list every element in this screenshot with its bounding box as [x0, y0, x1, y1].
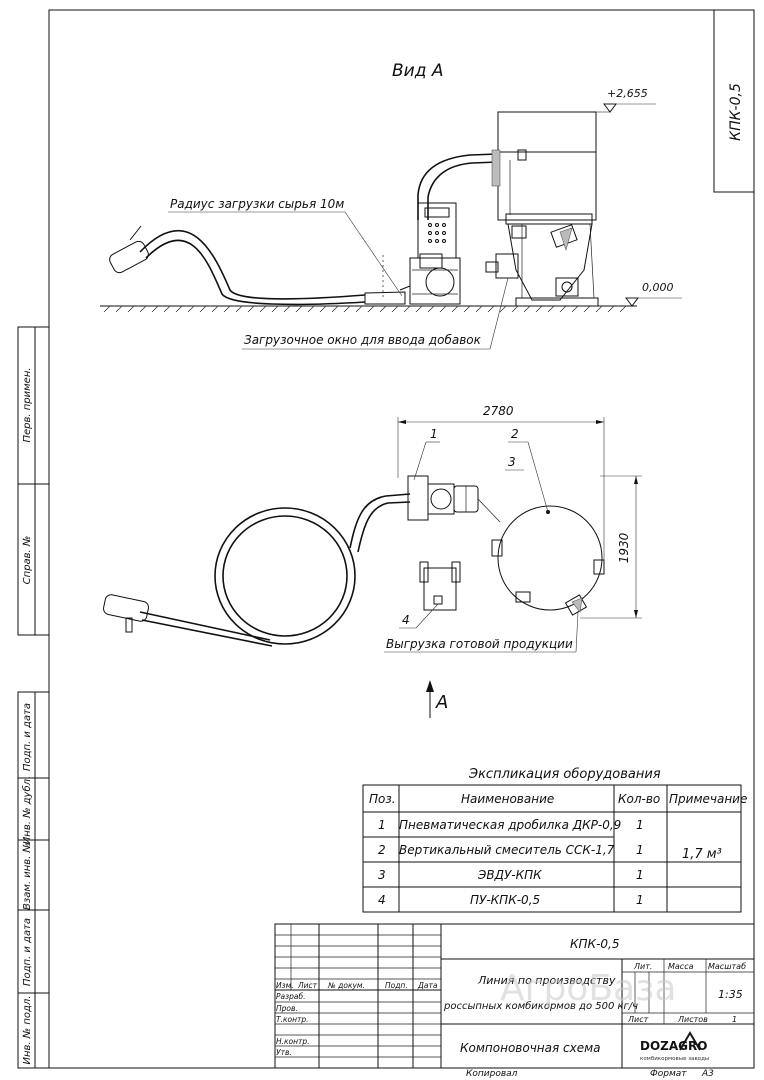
row-2-note: 1,7 м³ [682, 847, 722, 862]
col-qty: Кол-во [618, 792, 660, 806]
view-title: Вид А [392, 61, 444, 81]
stamp-sprav-no: Справ. № [22, 536, 33, 585]
tb-code: КПК-0,5 [570, 937, 619, 951]
elevation-top: +2,655 [607, 87, 648, 100]
elevation-zero: 0,000 [642, 281, 674, 294]
stamp-podp-data-2: Подп. и дата [22, 918, 33, 986]
row-2-qty: 1 [636, 843, 644, 857]
callout-3: 3 [505, 455, 524, 471]
footer-format-value: А3 [701, 1069, 714, 1079]
view-arrow-label: А [435, 692, 448, 713]
title-block: Изм. Лист № докум. Подп. Дата Разраб. Пр… [274, 923, 755, 1069]
tb-col-data: Дата [417, 981, 438, 990]
logo-sub: комбикормовые заводы [640, 1056, 709, 1062]
tb-col-list: Лист [297, 981, 318, 990]
stamp-podp-data-1: Подп. и дата [22, 703, 33, 771]
row-1-pos: 1 [378, 818, 386, 832]
tb-lit: Лит. [633, 962, 652, 971]
tb-col-podp: Подп. [385, 981, 408, 990]
mixer-plan [491, 505, 605, 616]
row-3-pos: 3 [378, 868, 386, 882]
elevation-zero-mark: 0,000 [625, 281, 682, 307]
leader-window: Загрузочное окно для ввода добавок [242, 277, 509, 350]
tb-col-docum: № докум. [327, 981, 365, 990]
annotation-window: Загрузочное окно для ввода добавок [244, 333, 482, 347]
tb-role-nkontr: Н.контр. [276, 1037, 310, 1046]
row-4-qty: 1 [636, 893, 644, 907]
callout-3-label: 3 [508, 455, 516, 469]
intake-hose-side [109, 225, 406, 306]
callout-2: 2 [508, 427, 549, 513]
explication-table: Поз. Наименование Кол-во Примечание 1 Пн… [362, 784, 747, 913]
stamp-perv-primen: Перв. примен. [22, 367, 33, 442]
col-note: Примечание [669, 792, 747, 806]
tb-role-razrab: Разраб. [276, 992, 305, 1001]
row-3-qty: 1 [636, 868, 644, 882]
row-1-name: Пневматическая дробилка ДКР-0,9 [399, 818, 621, 832]
dosing-unit-plan [419, 561, 461, 611]
side-stamp-column-lower: Подп. и дата Инв. № дубл. Взам. инв. № П… [17, 691, 50, 1069]
crusher-plan [407, 475, 501, 523]
callout-1: 1 [413, 427, 440, 481]
dimension-width: 2780 [397, 404, 605, 570]
annotation-radius: Радиус загрузки сырья 10м [170, 197, 344, 211]
corner-code: КПК-0,5 [728, 83, 744, 141]
view-arrow: А [426, 680, 448, 718]
tb-scale: Масштаб [708, 962, 746, 971]
annotation-unload: Выгрузка готовой продукции [386, 637, 573, 651]
tb-scale-value: 1:35 [718, 988, 743, 1001]
intake-nozzle-plan [103, 594, 149, 622]
footer-copied: Копировал [466, 1069, 518, 1079]
stamp-inv-dubl: Инв. № дубл. [21, 776, 33, 844]
callout-4-label: 4 [402, 613, 410, 627]
ground-line [100, 305, 637, 313]
footer-format-label: Формат [650, 1069, 687, 1079]
tb-doc-title: Компоновочная схема [460, 1041, 601, 1055]
leader-radius: Радиус загрузки сырья 10м [168, 197, 403, 297]
col-pos: Поз. [369, 792, 396, 806]
coil-hose-plan [103, 493, 411, 647]
tb-col-izm: Изм. [276, 981, 294, 990]
callout-1-label: 1 [430, 427, 438, 441]
explication-title: Экспликация оборудования [468, 767, 661, 782]
stamp-vzam-inv: Взам. инв. № [22, 842, 33, 910]
row-3-name: ЭВДУ-КПК [477, 868, 542, 882]
corner-code-box [713, 9, 755, 193]
callout-2-label: 2 [511, 427, 519, 441]
dimension-height: 1930 [580, 475, 642, 619]
tb-role-tkontr: Т.контр. [276, 1015, 309, 1024]
tb-sheets-value: 1 [732, 1015, 737, 1024]
row-4-name: ПУ-КПК-0,5 [470, 893, 540, 907]
dim-width: 2780 [483, 404, 514, 418]
dim-height: 1930 [617, 532, 631, 563]
tb-role-utv: Утв. [276, 1048, 292, 1057]
intake-nozzle [109, 240, 149, 274]
tb-name-line1: Линия по производству [477, 974, 616, 987]
callout-4: 4 [399, 603, 439, 629]
leader-unload: Выгрузка готовой продукции [384, 611, 579, 653]
watermark: АгроБаза [500, 968, 676, 1009]
stamp-inv-podl: Инв. № подл. [22, 996, 33, 1065]
tb-mass: Масса [668, 962, 694, 971]
mixer-side [485, 111, 599, 307]
tb-name-line2: россыпных комбикормов до 500 кг/ч [443, 1000, 638, 1012]
col-name: Наименование [461, 792, 554, 806]
row-4-pos: 4 [378, 893, 386, 907]
row-2-pos: 2 [378, 843, 386, 857]
row-2-name: Вертикальный смеситель ССК-1,7 [399, 843, 615, 857]
row-1-qty: 1 [636, 818, 644, 832]
tb-sheets: Листов [677, 1015, 708, 1024]
sheet-frame [48, 9, 755, 1069]
tb-role-prov: Пров. [276, 1004, 298, 1013]
tb-sheet: Лист [627, 1015, 649, 1024]
dozagro-logo: DOZAGRO комбикормовые заводы [640, 1031, 709, 1062]
crusher-side [382, 153, 499, 305]
logo-main: DOZAGRO [640, 1039, 707, 1053]
side-stamp-column-upper: Перв. примен. Справ. № [17, 326, 50, 636]
elevation-top-mark: +2,655 [596, 87, 656, 113]
